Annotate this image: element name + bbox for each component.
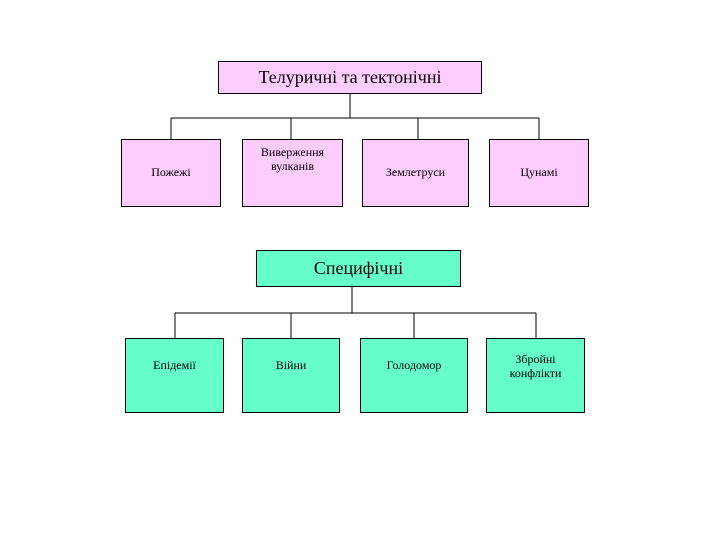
group2-title-box: Специфічні	[256, 250, 461, 287]
group1-child-box-2: Виверження вулканів	[242, 139, 343, 207]
group1-title: Телуричні та тектонічні	[258, 67, 442, 88]
group1-child-box-3: Землетруси	[362, 139, 469, 207]
group2-child-label: Епідемії	[153, 358, 196, 372]
group1-child-label: Землетруси	[385, 165, 446, 180]
group1-child-label: Виверження вулканів	[260, 145, 325, 173]
group1-child-box-1: Пожежі	[121, 139, 221, 207]
group2-connectors	[174, 287, 537, 338]
group1-child-box-4: Цунамі	[489, 139, 589, 207]
group2-title: Специфічні	[313, 258, 404, 279]
group1-connectors	[170, 94, 540, 139]
group2-child-box-2: Війни	[242, 338, 340, 413]
group2-child-label: Збройні конфлікти	[509, 352, 562, 380]
group1-child-label: Цунамі	[520, 165, 558, 180]
group2-child-label: Війни	[275, 358, 307, 372]
group2-child-box-3: Голодомор	[360, 338, 468, 413]
group2-child-label: Голодомор	[386, 358, 442, 372]
group2-child-box-4: Збройні конфлікти	[486, 338, 585, 413]
group1-child-label: Пожежі	[151, 165, 191, 180]
group2-child-box-1: Епідемії	[125, 338, 224, 413]
group1-title-box: Телуричні та тектонічні	[218, 61, 482, 94]
